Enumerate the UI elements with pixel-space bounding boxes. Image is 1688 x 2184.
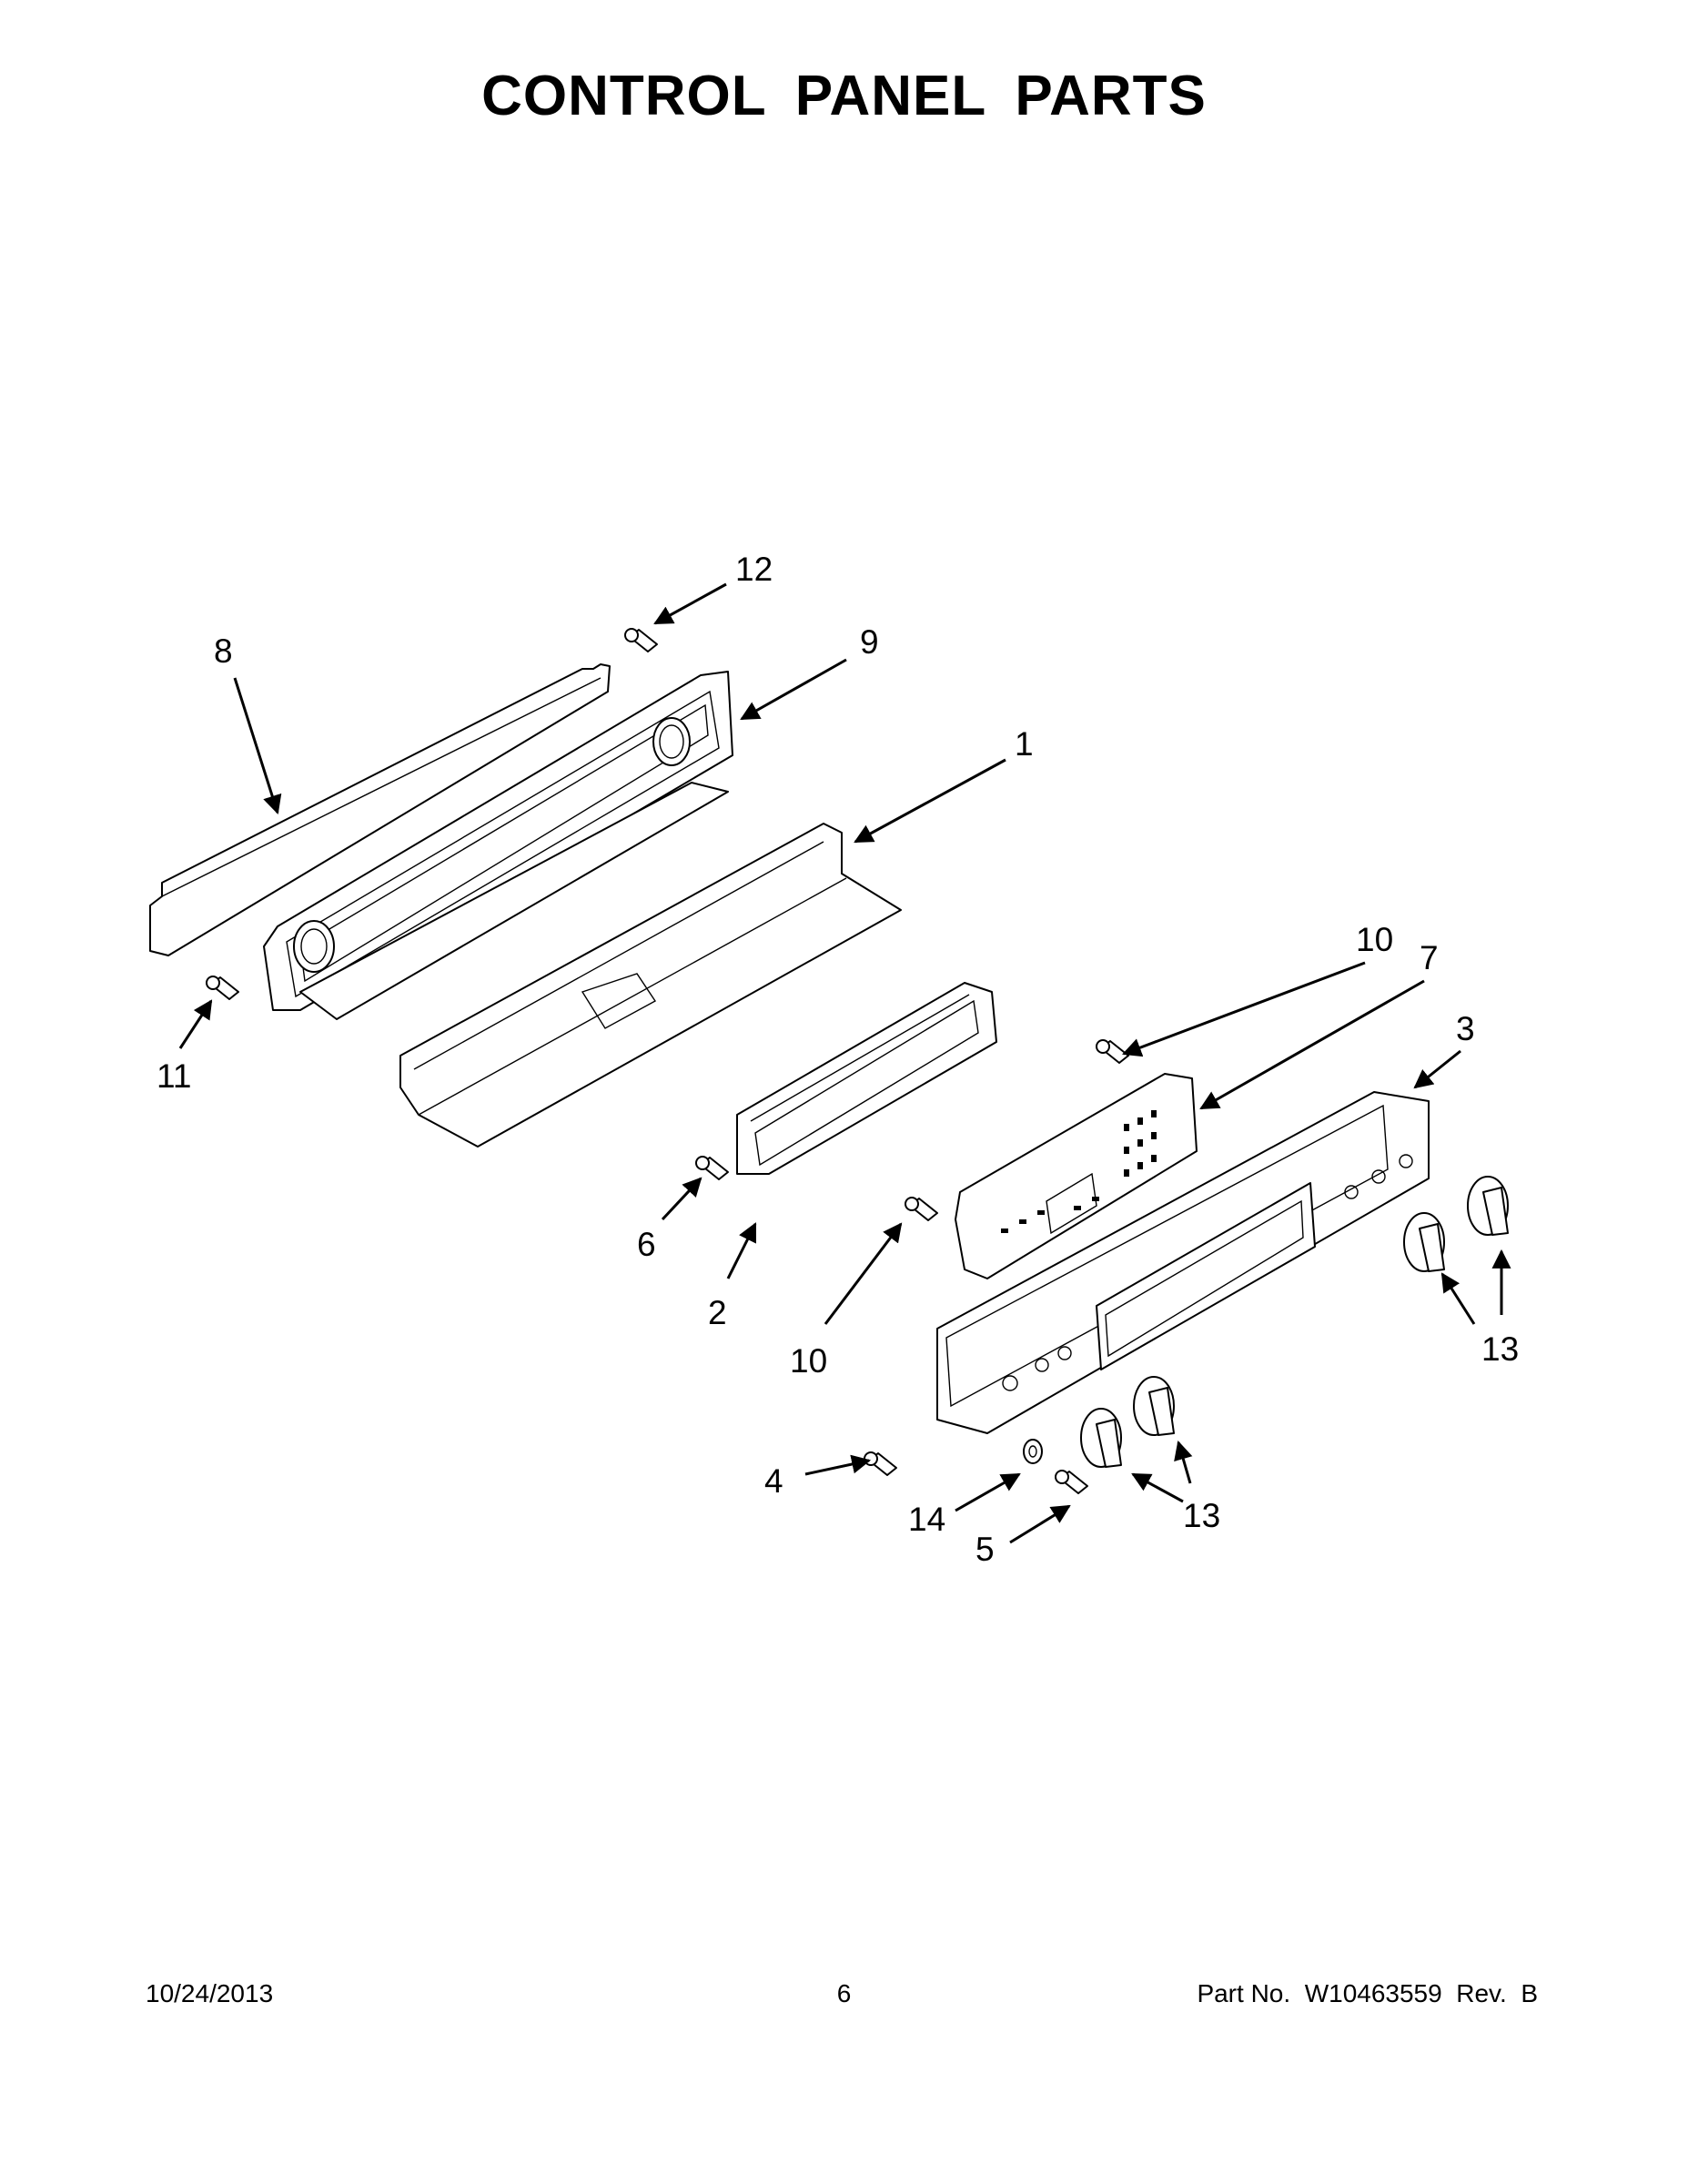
page-title: CONTROL PANEL PARTS — [481, 65, 1207, 127]
callout-13-right: 13 — [1481, 1330, 1519, 1368]
callout-12: 12 — [735, 551, 773, 588]
screw-icon — [695, 1156, 729, 1180]
callout-4: 4 — [764, 1462, 783, 1500]
part-8-trim-strip — [149, 663, 611, 956]
part-9-vent-panel — [263, 671, 733, 1011]
callout-14: 14 — [908, 1501, 945, 1538]
screw-icon — [206, 976, 239, 1000]
callout-5: 5 — [975, 1531, 995, 1568]
footer-date: 10/24/2013 — [146, 1979, 274, 2007]
footer-part-number: Part No. W10463559 Rev. B — [1197, 1979, 1538, 2007]
callout-10-bottom: 10 — [790, 1342, 827, 1380]
knob-icon — [1080, 1408, 1122, 1468]
callout-13-left: 13 — [1183, 1497, 1220, 1534]
callout-6: 6 — [637, 1226, 656, 1263]
part-7-control-board — [955, 1073, 1198, 1279]
part-3-console — [936, 1091, 1430, 1434]
screw-icon — [1055, 1470, 1088, 1494]
callout-8: 8 — [214, 632, 233, 670]
screw-icon — [905, 1197, 938, 1221]
keypad-dots — [1001, 1110, 1157, 1233]
callout-9: 9 — [860, 623, 879, 661]
callout-1: 1 — [1015, 725, 1034, 763]
footer-page-number: 6 — [836, 1979, 852, 2007]
knob-icon — [1467, 1176, 1509, 1236]
screw-icon — [624, 628, 658, 652]
part-1-bracket — [299, 782, 902, 1148]
callout-7: 7 — [1420, 939, 1439, 976]
washer-icon — [1023, 1439, 1043, 1464]
part-2-display-frame — [736, 982, 997, 1175]
callout-2: 2 — [708, 1294, 727, 1331]
screw-icon — [864, 1451, 897, 1476]
leader-arrows — [178, 582, 1511, 1544]
callout-3: 3 — [1456, 1010, 1475, 1047]
callout-10-top: 10 — [1356, 921, 1393, 958]
callout-11: 11 — [157, 1057, 191, 1095]
knob-icon — [1133, 1376, 1175, 1436]
knob-icon — [1403, 1212, 1445, 1272]
screw-icon — [1096, 1039, 1129, 1064]
